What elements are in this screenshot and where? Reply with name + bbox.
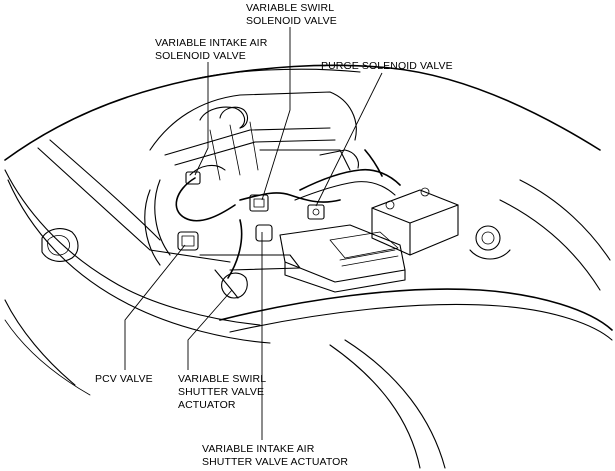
label-swirl-shutter-valve-actuator: VARIABLE SWIRL SHUTTER VALVE ACTUATOR: [178, 373, 267, 411]
fender-right: [219, 179, 613, 469]
vacuum-hoses: [175, 149, 401, 299]
purge-solenoid-valve: [307, 204, 325, 220]
leader-lines: [124, 27, 383, 440]
pcv-valve-part: [177, 231, 199, 251]
label-pcv-valve: PCV VALVE: [95, 373, 153, 385]
label-swirl-solenoid-valve: VARIABLE SWIRL SOLENOID VALVE: [246, 2, 337, 27]
vehicle-body-outline: [4, 64, 601, 396]
engine-block: [144, 91, 357, 266]
label-intake-air-shutter-valve-actuator: VARIABLE INTAKE AIR SHUTTER VALVE ACTUAT…: [202, 443, 349, 468]
intake-shutter-actuator: [255, 224, 273, 242]
headlight: [41, 228, 79, 262]
battery: [371, 187, 459, 256]
air-cleaner: [279, 224, 406, 293]
reservoir: [469, 225, 511, 260]
coolant-tank: [219, 106, 249, 129]
swirl-solenoid-valve: [249, 194, 269, 212]
label-intake-air-solenoid-valve: VARIABLE INTAKE AIR SOLENOID VALVE: [155, 37, 268, 62]
label-purge-solenoid-valve: PURGE SOLENOID VALVE: [321, 60, 453, 72]
swirl-shutter-actuator: [221, 272, 248, 299]
intake-air-solenoid-valve: [185, 171, 201, 185]
